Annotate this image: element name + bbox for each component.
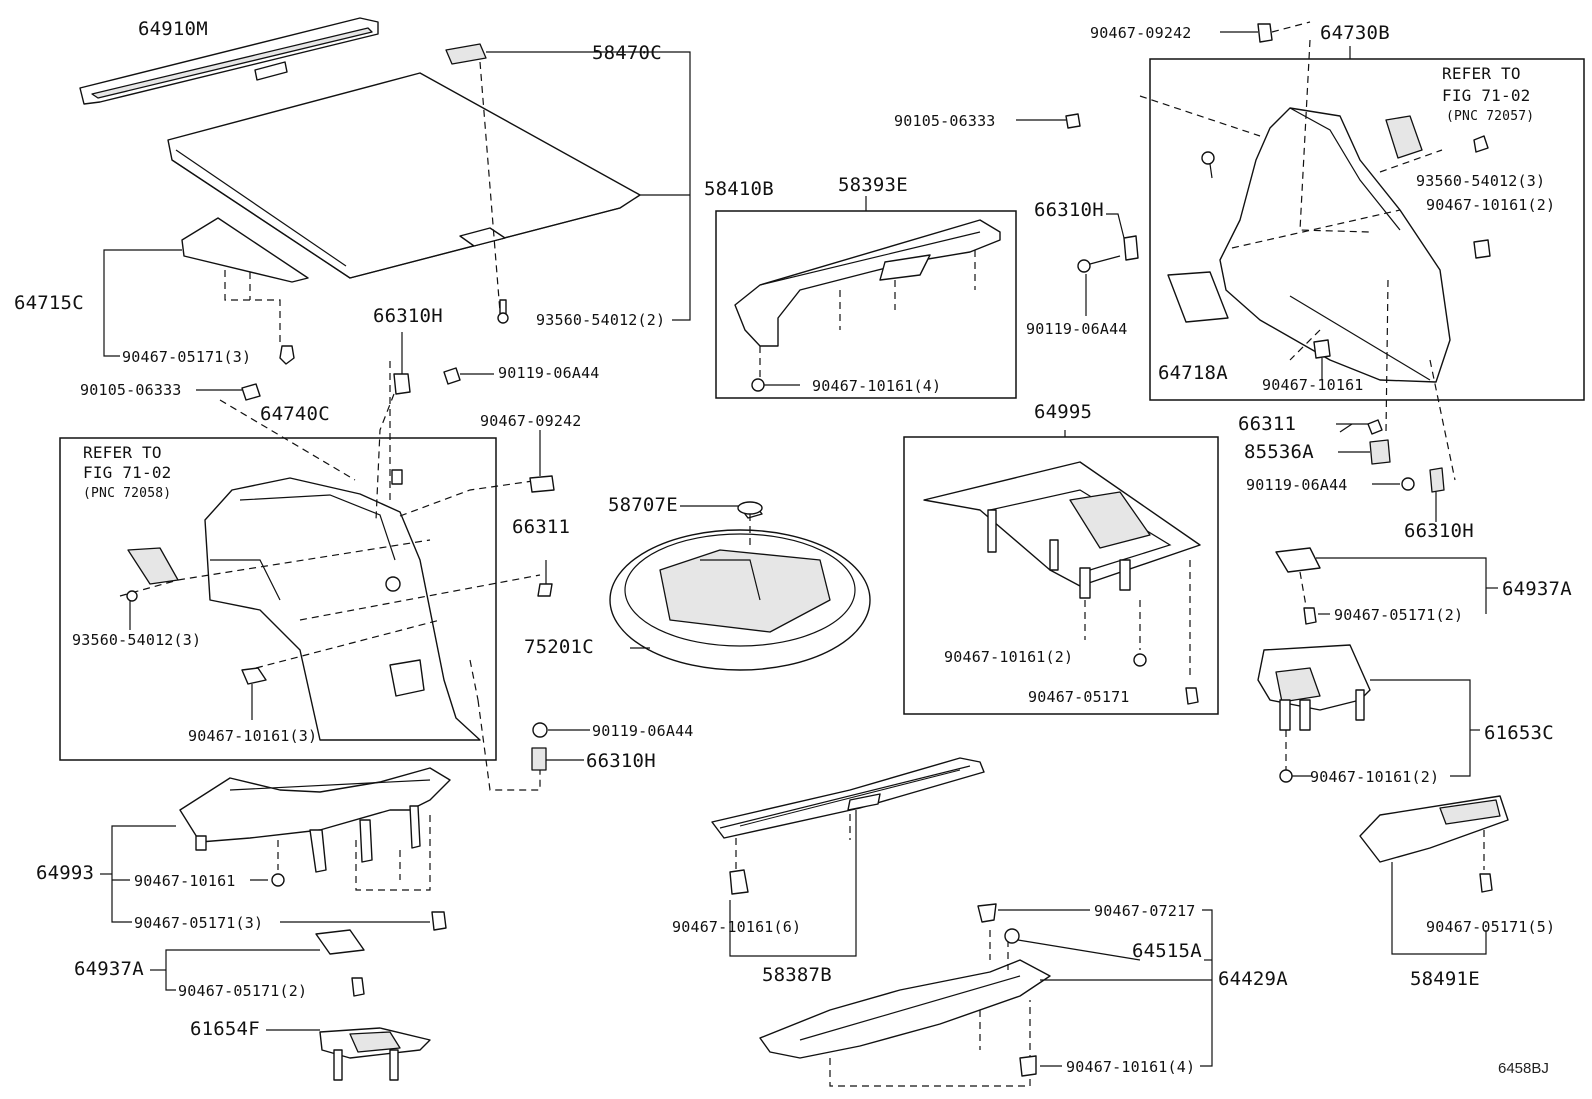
label-58491E: 58491E: [1410, 968, 1480, 990]
label-61653C: 61653C: [1484, 722, 1554, 744]
label-93560-54012-3a: 93560-54012(3): [72, 631, 202, 649]
refer-note-left-line2: FIG 71-02: [83, 463, 172, 482]
label-64910M: 64910M: [138, 18, 208, 40]
label-90467-10161a: 90467-10161: [1262, 376, 1364, 394]
label-90467-09242a: 90467-09242: [480, 412, 582, 430]
label-90467-10161-2c: 90467-10161(2): [1310, 768, 1440, 786]
label-64740C: 64740C: [260, 403, 330, 425]
part-75201C-drawing: [609, 501, 871, 671]
part-64910M-drawing: [79, 17, 379, 105]
box-64740C: [59, 437, 497, 761]
label-64995: 64995: [1034, 401, 1093, 423]
label-90467-10161-3: 90467-10161(3): [188, 727, 318, 745]
label-64993: 64993: [36, 862, 95, 884]
label-58387B: 58387B: [762, 964, 832, 986]
label-75201C: 75201C: [524, 636, 594, 658]
label-64937A-b: 64937A: [74, 958, 144, 980]
part-64937A-b-drawing: [150, 929, 365, 997]
label-90467-07217: 90467-07217: [1094, 902, 1196, 920]
label-90467-10161-2b: 90467-10161(2): [944, 648, 1074, 666]
label-85536A: 85536A: [1244, 441, 1314, 463]
label-90467-10161-2a: 90467-10161(2): [1426, 196, 1556, 214]
label-66310H-d: 66310H: [1404, 520, 1474, 542]
label-90467-05171-2b: 90467-05171(2): [178, 982, 308, 1000]
part-64715C-drawing: [103, 217, 309, 365]
label-66310H-b: 66310H: [586, 750, 656, 772]
label-93560-54012-3b: 93560-54012(3): [1416, 172, 1546, 190]
label-64937A-a: 64937A: [1502, 578, 1572, 600]
label-66310H-a: 66310H: [373, 305, 443, 327]
refer-note-left-line1: REFER TO: [83, 443, 162, 462]
fasteners-64730B-drawing: [1016, 21, 1491, 522]
clips-64740C-drawing: [126, 430, 555, 791]
label-64715C: 64715C: [14, 292, 84, 314]
label-66310H-c: 66310H: [1034, 199, 1104, 221]
label-93560-54012-2: 93560-54012(2): [536, 311, 666, 329]
refer-note-right-line3: (PNC 72057): [1446, 109, 1535, 124]
label-90467-05171-3b: 90467-05171(3): [134, 914, 264, 932]
label-90467-05171-3a: 90467-05171(3): [122, 348, 252, 366]
part-58393E-drawing: [734, 196, 1001, 392]
label-64515A: 64515A: [1132, 940, 1202, 962]
label-90467-05171-5: 90467-05171(5): [1426, 918, 1556, 936]
label-90467-10161-4b: 90467-10161(4): [1066, 1058, 1196, 1076]
part-64937A-a-drawing: [1275, 547, 1498, 625]
box-64995: [903, 436, 1219, 715]
label-90119-06A44b: 90119-06A44: [592, 722, 694, 740]
screw-93560-54012-2-drawing: [497, 299, 509, 324]
label-66311a: 66311: [512, 516, 571, 538]
diagram-code: 6458BJ: [1498, 1060, 1549, 1077]
label-90467-05171a: 90467-05171: [1028, 688, 1130, 706]
label-90467-09242b: 90467-09242: [1090, 24, 1192, 42]
part-58470C-drawing: [445, 43, 691, 321]
refer-note-left-line3: (PNC 72058): [83, 486, 172, 501]
label-58410B: 58410B: [704, 178, 774, 200]
part-58387B-drawing: [711, 757, 985, 957]
part-61654F-drawing: [266, 1027, 431, 1081]
label-90105-06333b: 90105-06333: [894, 112, 996, 130]
label-90105-06333a: 90105-06333: [80, 381, 182, 399]
label-64429A: 64429A: [1218, 968, 1288, 990]
part-64995-drawing: [923, 430, 1201, 705]
part-64730B-drawing: [1139, 39, 1456, 481]
clip-66310H-b-drawing: [531, 722, 590, 771]
label-64718A: 64718A: [1158, 362, 1228, 384]
part-64740C-drawing: [119, 360, 541, 741]
part-61653C-drawing: [1257, 644, 1480, 783]
part-58491E-drawing: [1359, 795, 1509, 955]
label-90467-05171-2a: 90467-05171(2): [1334, 606, 1464, 624]
label-64730B: 64730B: [1320, 22, 1390, 44]
label-90119-06A44a: 90119-06A44: [498, 364, 600, 382]
label-58470C: 58470C: [592, 42, 662, 64]
part-58410B-drawing: [167, 72, 641, 279]
label-66311b: 66311: [1238, 413, 1297, 435]
refer-note-right-line2: FIG 71-02: [1442, 86, 1531, 105]
label-90119-06A44d: 90119-06A44: [1246, 476, 1348, 494]
label-61654F: 61654F: [190, 1018, 260, 1040]
label-90467-10161b: 90467-10161: [134, 872, 236, 890]
label-90467-10161-4a: 90467-10161(4): [812, 377, 942, 395]
label-58707E: 58707E: [608, 494, 678, 516]
clip-66310H-a-drawing: [196, 332, 494, 521]
label-90467-10161-6: 90467-10161(6): [672, 918, 802, 936]
part-64993-drawing: [100, 767, 451, 931]
label-58393E: 58393E: [838, 174, 908, 196]
label-90119-06A44c: 90119-06A44: [1026, 320, 1128, 338]
part-64429A-drawing: [759, 903, 1213, 1087]
refer-note-right-line1: REFER TO: [1442, 64, 1521, 83]
box-64730B: [1149, 58, 1585, 401]
